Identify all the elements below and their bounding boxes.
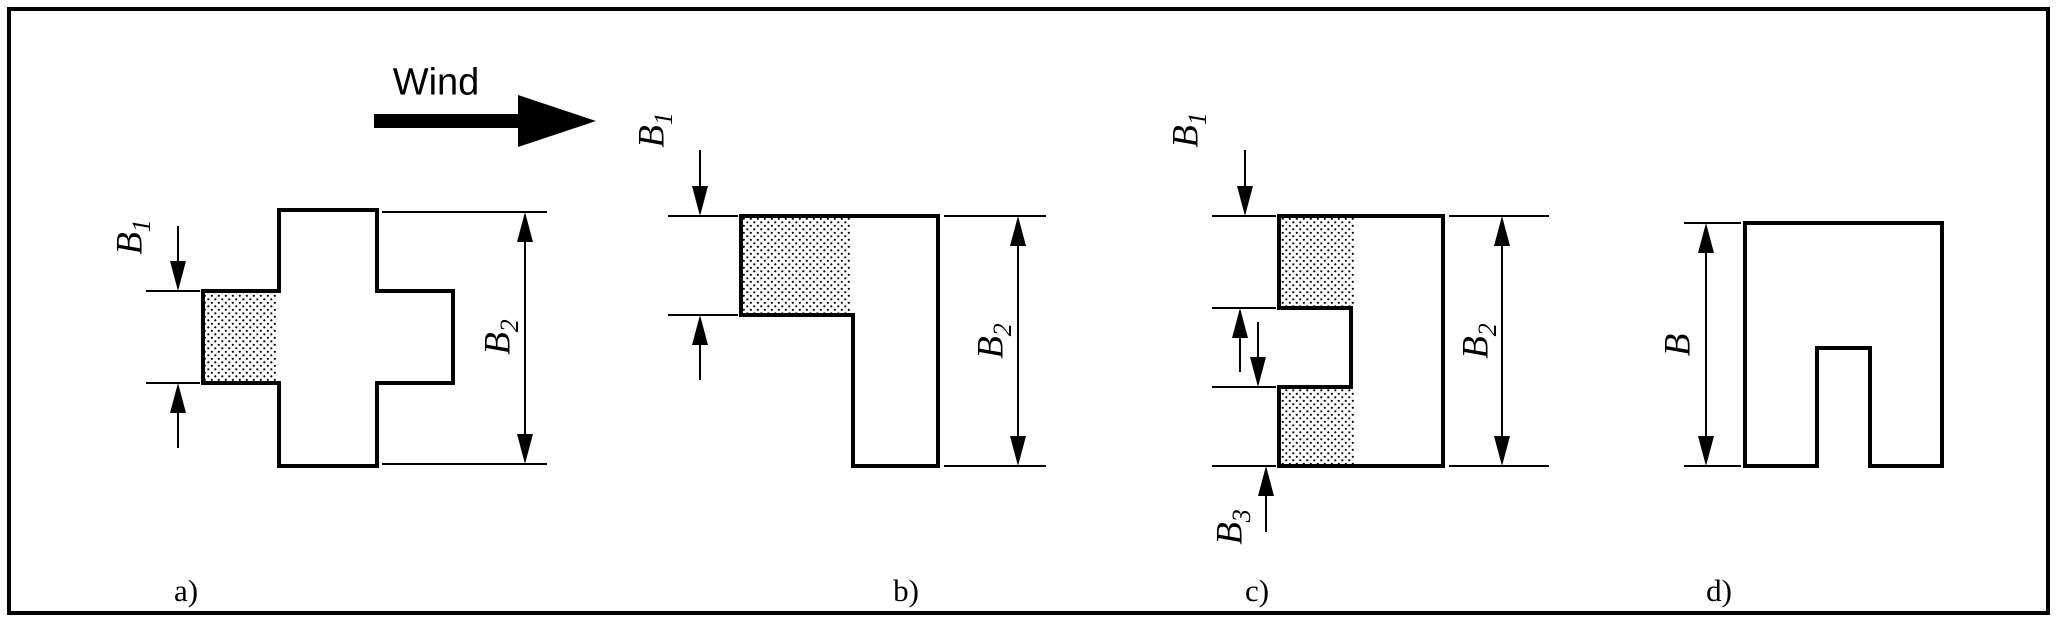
- panel-a-label: a): [173, 573, 199, 608]
- dim-sub: 1: [126, 219, 156, 233]
- arrowhead-up: [1258, 466, 1274, 496]
- arrowhead-down: [1237, 186, 1253, 216]
- dim-sub: 1: [1182, 112, 1212, 126]
- wind-direction-label: Wind: [392, 61, 480, 104]
- panel-a-windward-stipple: [205, 293, 277, 381]
- arrowhead-up: [170, 383, 186, 413]
- panel-c-drawing: [1212, 150, 1549, 532]
- panel-d-outline: [1743, 221, 1944, 468]
- panel-b-drawing: [668, 150, 1046, 468]
- panel-c-b1-dimension: [1212, 150, 1276, 372]
- dim-label-b1-panel-c: B1: [1165, 112, 1212, 148]
- dim-label-b2-panel-b: B2: [970, 323, 1017, 359]
- panel-d-drawing: [1684, 221, 1944, 468]
- dim-sub: 1: [648, 112, 678, 126]
- arrowhead-down: [1494, 436, 1510, 466]
- wind-arrow: [374, 95, 596, 147]
- panel-c-C-outline: [1277, 214, 1445, 468]
- panel-a-cross-outline: [201, 208, 455, 468]
- arrowhead-down: [1010, 436, 1026, 466]
- arrowhead-down: [692, 186, 708, 216]
- panel-c-b3-dimension: [1212, 322, 1276, 532]
- panel-c-b2-dimension: [1449, 215, 1549, 467]
- arrowhead-up: [692, 315, 708, 345]
- dim-label-b3-panel-c: B3: [1209, 509, 1256, 545]
- arrowhead-up: [1494, 216, 1510, 246]
- panel-a-b2-dimension: [382, 211, 547, 465]
- dim-sub: 2: [1472, 323, 1502, 337]
- dim-label-b-panel-d: B: [1657, 333, 1699, 357]
- arrowhead-down: [170, 261, 186, 291]
- arrowhead-down: [517, 434, 533, 464]
- figure-frame: [7, 7, 2050, 615]
- panel-b-label: b): [893, 573, 919, 608]
- dim-label-b2-panel-c: B2: [1455, 323, 1502, 359]
- dim-sub: 2: [494, 319, 524, 333]
- arrowhead-down: [1250, 357, 1266, 387]
- dim-base: B: [1455, 336, 1497, 359]
- wind-arrow-head: [518, 95, 596, 147]
- dim-base: B: [1165, 125, 1207, 148]
- panel-a-b1-dimension: [146, 226, 200, 448]
- dim-base: B: [970, 336, 1012, 359]
- arrowhead-up: [1010, 216, 1026, 246]
- panel-c-label: c): [1244, 573, 1270, 608]
- dim-base: B: [1209, 522, 1251, 545]
- panel-a-drawing: [146, 208, 547, 468]
- panel-c-windward-stipple-top: [1281, 218, 1354, 306]
- wind-arrow-shaft: [374, 114, 524, 128]
- dim-label-b2-panel-a: B2: [477, 319, 524, 355]
- arrowhead-up: [517, 212, 533, 242]
- panel-c-windward-stipple-bottom: [1281, 389, 1354, 464]
- panel-b-windward-stipple: [743, 218, 851, 313]
- dim-sub: 2: [987, 323, 1017, 337]
- panel-d-b-dimension: [1684, 222, 1741, 467]
- panel-b-b1-dimension: [668, 150, 738, 380]
- dim-base: B: [477, 332, 519, 355]
- panel-d-label: d): [1706, 573, 1732, 608]
- dim-base: B: [1657, 333, 1699, 357]
- dim-base: B: [631, 125, 673, 148]
- arrowhead-up: [1698, 223, 1714, 253]
- dim-sub: 3: [1226, 509, 1256, 523]
- arrowhead-down: [1698, 436, 1714, 466]
- dim-label-b1-panel-b: B1: [631, 112, 678, 148]
- panel-b-L-outline: [739, 214, 940, 468]
- panel-b-b2-dimension: [944, 215, 1046, 467]
- arrowhead-up: [1232, 308, 1248, 338]
- dim-base: B: [109, 232, 151, 255]
- dim-label-b1-panel-a: B1: [109, 219, 156, 255]
